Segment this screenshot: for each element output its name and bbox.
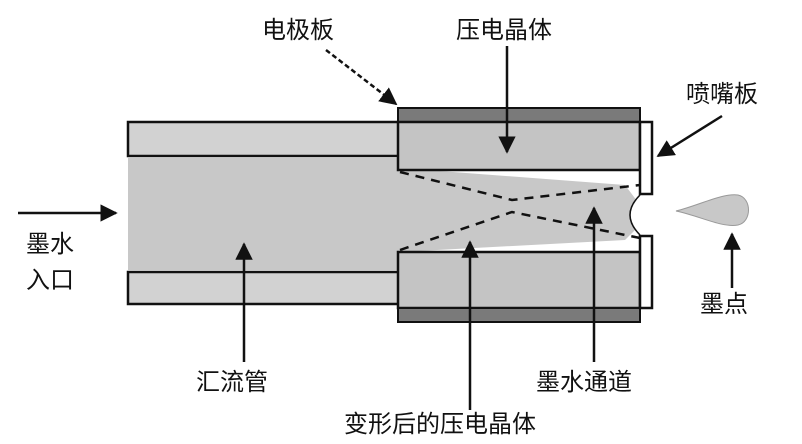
ink-channel-label: 墨水通道 — [536, 368, 632, 396]
deformed-piezo-top-dash — [399, 170, 641, 202]
ink-inlet-label-line2: 入口 — [26, 266, 74, 294]
electrode-plate-top — [397, 107, 641, 123]
ink-droplet — [675, 194, 749, 226]
nozzle-plate-top — [638, 120, 654, 196]
electrode-plate-arrow — [325, 49, 398, 106]
piezo-crystal-label: 压电晶体 — [456, 16, 552, 44]
top-wall — [126, 120, 402, 158]
piezo-crystal-top — [396, 120, 642, 172]
piezo-crystal-bottom — [396, 250, 642, 310]
manifold-label: 汇流管 — [196, 368, 268, 396]
deformed-piezo-bottom-dash — [399, 210, 641, 252]
electrode-plate-label: 电极板 — [262, 16, 334, 44]
deformed-piezo-label: 变形后的压电晶体 — [344, 410, 536, 438]
ink-inlet-label-line1: 墨水 — [26, 230, 74, 258]
nozzle-plate-bottom — [638, 234, 654, 310]
nozzle-plate-arrow — [656, 114, 723, 158]
ink-dot-label: 墨点 — [700, 290, 748, 318]
electrode-plate-bottom — [397, 307, 641, 323]
manifold-body — [128, 158, 640, 270]
bottom-wall — [126, 270, 402, 306]
nozzle-plate-label: 喷嘴板 — [686, 80, 758, 108]
nozzle-meniscus — [629, 194, 641, 236]
